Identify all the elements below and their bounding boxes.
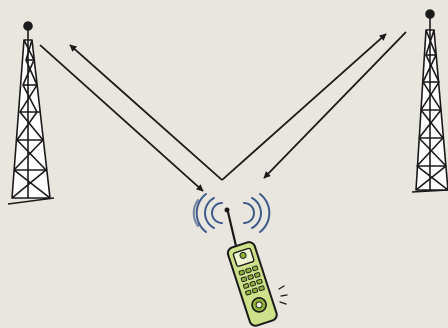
downlink-arrow-left [39,44,204,192]
uplink-arrow-right [221,33,387,181]
uplink-arrow-left [69,44,223,181]
tower-beacon [23,21,33,31]
phone-antenna [226,211,238,247]
downlink-arrow-right [263,31,407,179]
tower-beacon [425,9,435,19]
phone-keypad [238,265,265,296]
cell-tower-icon [7,21,55,205]
mobile-phone-icon [224,207,288,327]
cell-tower-icon [411,9,448,193]
radio-wave-icon [192,193,271,233]
ring-marks [278,285,288,305]
signal-links [39,31,407,192]
